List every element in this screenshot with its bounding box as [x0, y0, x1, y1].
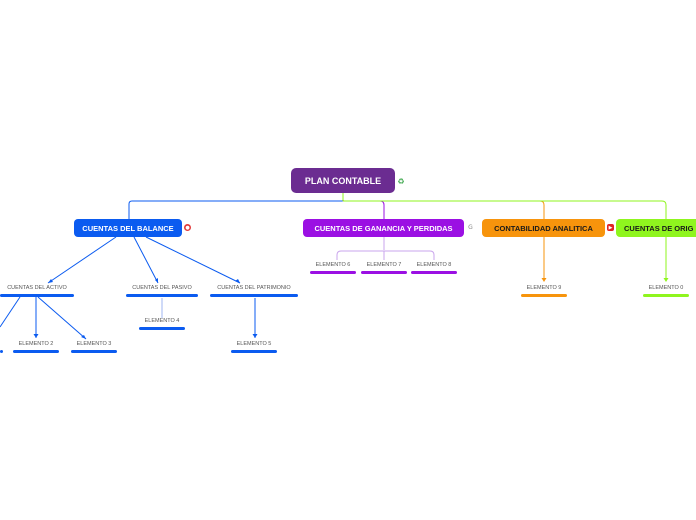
connector-balance-pasivo: [133, 236, 159, 284]
element-6[interactable]: ELEMENTO 6: [310, 262, 356, 268]
element-0-underline: [643, 294, 689, 297]
connector-root-orden: [342, 193, 667, 219]
element-7[interactable]: ELEMENTO 7: [361, 262, 407, 268]
element-5-label: ELEMENTO 5: [236, 341, 272, 347]
connector-ganancia-children: [336, 237, 435, 260]
badge-icon: ●: [184, 224, 191, 231]
subtopic-pasivo[interactable]: CUENTAS DEL PASIVO: [126, 285, 198, 291]
subtopic-activo-underline: [0, 294, 74, 297]
subtopic-activo[interactable]: CUENTAS DEL ACTIVO: [0, 285, 74, 291]
arrowhead-e2: [33, 334, 39, 338]
subtopic-pasivo-label: CUENTAS DEL PASIVO: [132, 285, 192, 291]
connector-activo-e1: [0, 296, 21, 328]
subtopic-activo-label: CUENTAS DEL ACTIVO: [7, 285, 67, 291]
branch-balance[interactable]: CUENTAS DEL BALANCE: [74, 219, 182, 237]
element-2-label: ELEMENTO 2: [18, 341, 54, 347]
branch-orden[interactable]: CUENTAS DE ORIG: [616, 219, 696, 237]
element-9[interactable]: ELEMENTO 9: [521, 285, 567, 291]
element-0[interactable]: ELEMENTO 0: [643, 285, 689, 291]
element-3-label: ELEMENTO 3: [76, 341, 112, 347]
branch-analitica-label: CONTABILIDAD ANALITICA: [494, 223, 593, 233]
element-8-underline: [411, 271, 457, 274]
connector-balance-patrimonio: [145, 236, 241, 284]
g-icon: G: [468, 224, 473, 231]
arrowhead-e3: [81, 335, 86, 339]
subtopic-patrimonio-underline: [210, 294, 298, 297]
arrowhead-e0: [663, 278, 669, 282]
connector-balance-activo: [47, 236, 117, 284]
branch-orden-label: CUENTAS DE ORIG: [624, 223, 694, 233]
element-9-label: ELEMENTO 9: [526, 285, 562, 291]
branch-analitica[interactable]: CONTABILIDAD ANALITICA: [482, 219, 605, 237]
arrowhead-e5: [252, 334, 258, 338]
arrowhead-patrimonio: [235, 279, 240, 283]
element-3-underline: [71, 350, 117, 353]
element-3[interactable]: ELEMENTO 3: [71, 341, 117, 347]
element-6-label: ELEMENTO 6: [315, 262, 351, 268]
element-4[interactable]: ELEMENTO 4: [139, 318, 185, 324]
recycle-icon: ♻: [397, 176, 405, 186]
root-node[interactable]: PLAN CONTABLE: [291, 168, 395, 193]
branch-ganancia[interactable]: CUENTAS DE GANANCIA Y PERDIDAS: [303, 219, 464, 237]
branch-balance-label: CUENTAS DEL BALANCE: [82, 223, 174, 233]
element-6-underline: [310, 271, 356, 274]
element-1-underline: [0, 350, 3, 353]
subtopic-patrimonio-label: CUENTAS DEL PATRIMONIO: [217, 285, 291, 291]
subtopic-pasivo-underline: [126, 294, 198, 297]
element-2[interactable]: ELEMENTO 2: [13, 341, 59, 347]
connector-activo-e3: [37, 296, 87, 340]
element-7-label: ELEMENTO 7: [366, 262, 402, 268]
element-8[interactable]: ELEMENTO 8: [411, 262, 457, 268]
root-node-label: PLAN CONTABLE: [304, 175, 382, 186]
video-icon: ▶: [607, 224, 614, 231]
arrowhead-e9: [541, 278, 547, 282]
element-8-label: ELEMENTO 8: [416, 262, 452, 268]
element-5[interactable]: ELEMENTO 5: [231, 341, 277, 347]
element-2-underline: [13, 350, 59, 353]
element-0-label: ELEMENTO 0: [648, 285, 684, 291]
connector-root-balance: [128, 193, 344, 219]
arrowhead-pasivo: [155, 278, 158, 283]
element-7-underline: [361, 271, 407, 274]
arrowhead-activo: [48, 279, 53, 283]
subtopic-patrimonio[interactable]: CUENTAS DEL PATRIMONIO: [210, 285, 298, 291]
element-5-underline: [231, 350, 277, 353]
element-9-underline: [521, 294, 567, 297]
element-4-underline: [139, 327, 185, 330]
connector-root-analitica: [342, 193, 545, 219]
connector-root-ganancia: [342, 193, 385, 219]
branch-ganancia-label: CUENTAS DE GANANCIA Y PERDIDAS: [314, 223, 453, 233]
element-4-label: ELEMENTO 4: [144, 318, 180, 324]
